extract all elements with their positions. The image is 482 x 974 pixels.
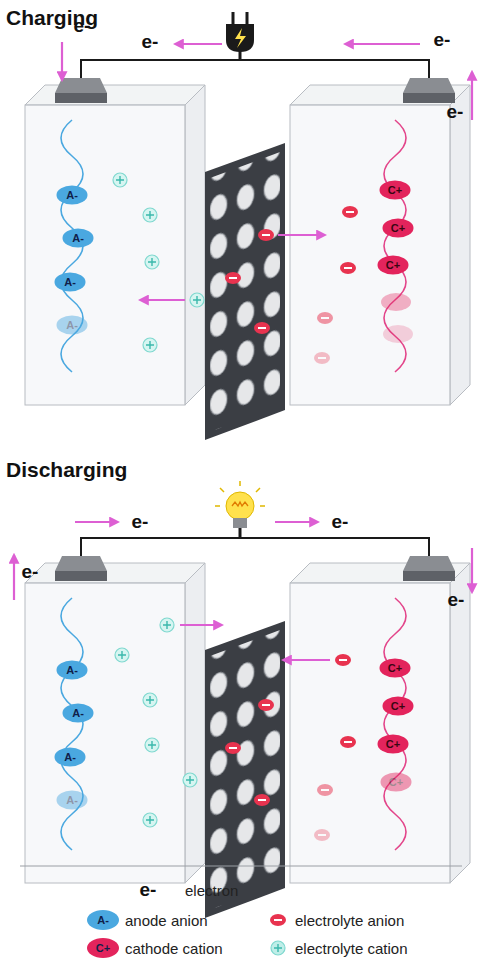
electron-label: e- [22,561,39,583]
ion-symbol: C+ [379,180,411,200]
electron-label: e- [434,29,451,51]
ion-symbol: A- [54,272,86,292]
plug-icon [226,12,254,60]
ion-symbol: C+ [377,734,409,754]
ion-symbol: A- [56,315,88,335]
electrolyte-ions [113,173,413,364]
ion-symbol: C+ [380,772,412,792]
electrolyte-ions [115,618,356,841]
ion-symbol: C+ [379,658,411,678]
ion-symbol: C+ [382,696,414,716]
panel-title: Discharging [6,458,127,482]
cathode-cation: C+ [379,658,411,678]
ion-symbol: C+ [377,255,409,275]
cell-tanks [25,538,470,918]
cell-tanks [25,60,470,440]
legend-sample-text: C+ [96,942,110,954]
electron-label: e- [447,101,464,123]
legend-sample-text: A- [97,914,109,926]
ion-symbol: C+ [382,218,414,238]
legend-text: cathode cation [125,940,223,957]
electron-label: e- [332,511,349,533]
electron-arrows [14,522,472,660]
bulb-icon [215,481,265,538]
electron-label: e- [142,31,159,53]
electron-label: e- [132,511,149,533]
legend-text: electrolyte cation [295,940,408,957]
anode-anion: A- [56,660,88,680]
anode-anion: A- [62,703,94,723]
ion-symbol: A- [62,703,94,723]
cathode-cation: C+ [377,255,409,275]
anode-anion: A- [54,747,86,767]
anode-anion: A- [62,228,94,248]
legend-swatch [261,937,295,959]
ion-symbol: A- [62,228,94,248]
legend-text: electron [185,882,238,899]
electron-label: e- [448,589,465,611]
ion-symbol: A- [56,660,88,680]
cathode-cation: C+ [382,696,414,716]
legend-text: anode anion [125,912,208,929]
cathode-cation: C+ [377,734,409,754]
legend-text: electrolyte anion [295,912,404,929]
discharging-panel [14,481,472,918]
ion-symbol: A- [56,185,88,205]
electron-label: e- [74,15,91,37]
electron-arrows [62,42,472,300]
anode-anion: A- [56,315,88,335]
cathode-cation: C+ [382,218,414,238]
legend-swatch [261,909,295,931]
ion-symbol: A- [54,747,86,767]
anode-anion: A- [54,272,86,292]
electron-label: e- [140,879,157,901]
ion-symbol: A- [56,790,88,810]
anode-anion: A- [56,185,88,205]
charging-panel [25,12,472,440]
cathode-cation: C+ [380,772,412,792]
legend-rule [20,866,462,867]
cathode-cation: C+ [379,180,411,200]
anode-anion: A- [56,790,88,810]
